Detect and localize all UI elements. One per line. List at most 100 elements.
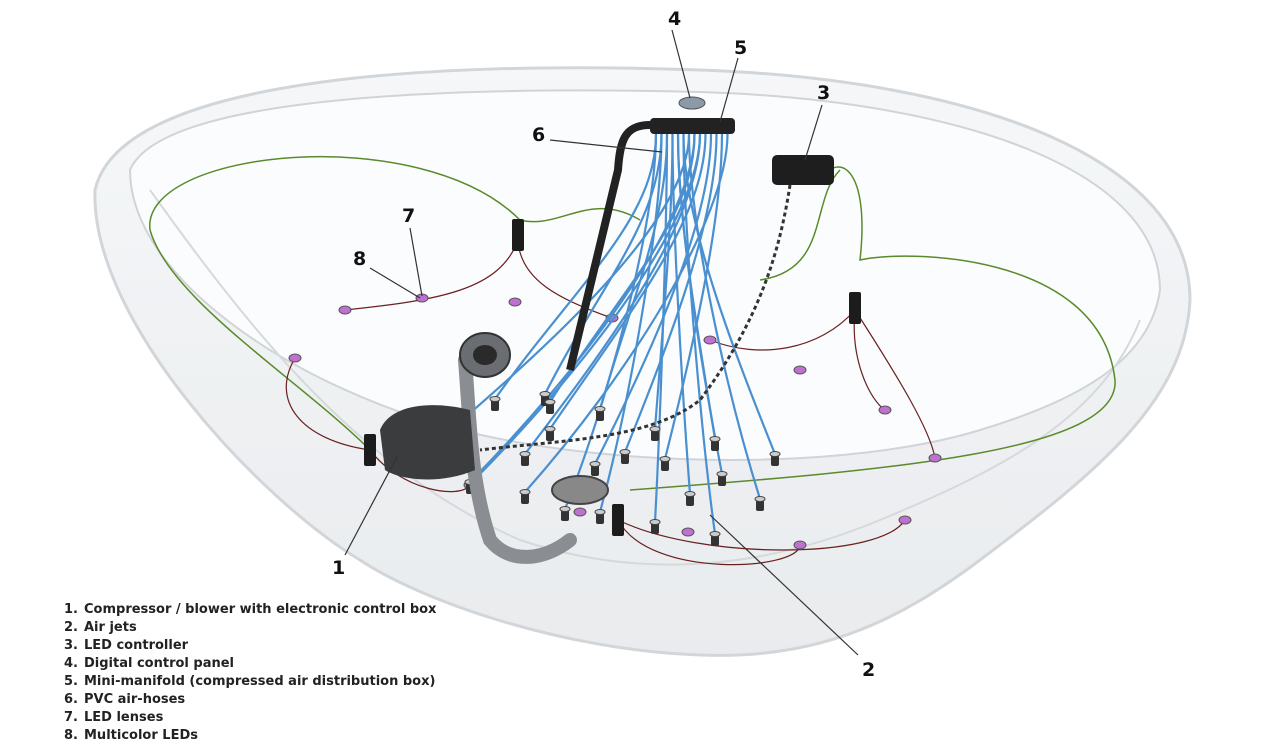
- air-hose: [687, 133, 762, 500]
- air-jet-cap: [544, 426, 556, 432]
- callout-7: 7: [402, 205, 415, 227]
- air-jet: [661, 459, 669, 471]
- air-jet: [521, 454, 529, 466]
- air-jet: [491, 399, 499, 411]
- led-driver: [512, 219, 524, 251]
- led-driver: [364, 434, 376, 466]
- air-jet: [711, 439, 719, 451]
- air-hose: [598, 133, 663, 513]
- air-hose: [549, 133, 707, 430]
- legend-label: Multicolor LEDs: [84, 728, 198, 743]
- air-jet-cap: [519, 451, 531, 457]
- legend-number: 6.: [64, 692, 78, 707]
- legend-item: 2. Air jets: [64, 619, 436, 637]
- callout-5: 5: [734, 37, 747, 59]
- air-jet-cap: [709, 531, 721, 537]
- led-wire-green: [629, 166, 1116, 491]
- air-jet-cap: [594, 509, 606, 515]
- callout-3: 3: [817, 82, 830, 104]
- air-hose: [594, 133, 713, 465]
- multicolor-led: [703, 335, 717, 345]
- legend-label: PVC air-hoses: [84, 692, 186, 707]
- led-wiring: [149, 155, 1116, 566]
- air-jet-cap: [649, 426, 661, 432]
- led-wire-red: [853, 309, 886, 411]
- air-hose: [682, 133, 717, 535]
- air-jet-cap: [769, 451, 781, 457]
- legend-number: 1.: [64, 602, 78, 617]
- air-jet-cap: [589, 461, 601, 467]
- air-hose: [671, 133, 692, 495]
- legend-item: 7.LED lenses: [64, 709, 436, 727]
- legend-number: 2.: [64, 620, 78, 635]
- air-hose: [623, 133, 718, 453]
- air-jet-cap: [489, 396, 501, 402]
- air-jet: [591, 464, 599, 476]
- legend-label: LED lenses: [84, 710, 164, 725]
- led-driver: [612, 504, 624, 536]
- multicolor-led: [928, 453, 942, 463]
- callout-1: 1: [332, 557, 345, 579]
- legend-label: LED controller: [84, 638, 189, 653]
- legend-item: 1. Compressor / blower with electronic co…: [64, 601, 436, 619]
- air-jet: [596, 409, 604, 421]
- air-hose: [544, 133, 663, 395]
- compressor-blower: [380, 332, 609, 564]
- led-wire-green: [149, 155, 641, 231]
- air-jet: [546, 429, 554, 441]
- air-jet-cap: [594, 406, 606, 412]
- multicolor-led: [288, 353, 302, 363]
- led-wire-red: [854, 309, 936, 459]
- air-jet-cap: [754, 496, 766, 502]
- air-hose: [663, 133, 724, 460]
- multicolor-led: [338, 305, 352, 315]
- led-controller: [479, 155, 834, 452]
- air-jet: [718, 474, 726, 486]
- led-driver: [849, 292, 861, 324]
- air-jet: [546, 402, 554, 414]
- air-jet-cap: [716, 471, 728, 477]
- legend-label: Mini-manifold (compressed air distributi…: [84, 674, 436, 689]
- air-jet: [771, 454, 779, 466]
- callout-2: 2: [862, 659, 875, 681]
- air-hose: [474, 133, 702, 480]
- air-jet-cap: [619, 449, 631, 455]
- legend-item: 3. LED controller: [64, 637, 436, 655]
- led-wire-green: [149, 229, 371, 451]
- air-jet: [686, 494, 694, 506]
- air-hose: [549, 133, 696, 403]
- tub-shell: [93, 66, 1192, 657]
- air-jet-cap: [519, 489, 531, 495]
- legend-label: Compressor / blower with electronic cont…: [84, 602, 437, 617]
- legend-item: 6. PVC air-hoses: [64, 691, 436, 709]
- air-jet: [651, 522, 659, 534]
- air-hose: [653, 133, 669, 523]
- callout-6: 6: [532, 124, 545, 146]
- led-wire-red: [344, 239, 519, 311]
- callout-4: 4: [668, 8, 681, 30]
- legend-number: 3.: [64, 638, 78, 653]
- air-jet-cap: [544, 399, 556, 405]
- air-jet: [621, 452, 629, 464]
- air-jet: [651, 429, 659, 441]
- air-hose: [494, 133, 658, 400]
- air-hose: [563, 133, 658, 510]
- pvc-air-hoses: [419, 133, 777, 535]
- legend-item: 4.Digital control panel: [64, 655, 436, 673]
- multicolor-led: [898, 515, 912, 525]
- led-wire-red: [517, 239, 613, 319]
- callout-8: 8: [353, 248, 366, 270]
- legend-label: Air jets: [84, 620, 137, 635]
- air-jet-cap: [659, 456, 671, 462]
- legend: 1. Compressor / blower with electronic co…: [64, 601, 436, 745]
- multicolor-led: [793, 365, 807, 375]
- air-jet-cap: [649, 519, 661, 525]
- air-jet-cap: [539, 391, 551, 397]
- air-jet-cap: [684, 491, 696, 497]
- multicolor-led: [793, 540, 807, 550]
- led-wire-red: [617, 519, 801, 566]
- multicolor-led: [878, 405, 892, 415]
- air-hose: [682, 133, 777, 455]
- led-wire-red: [285, 357, 371, 451]
- air-jet-cap: [559, 506, 571, 512]
